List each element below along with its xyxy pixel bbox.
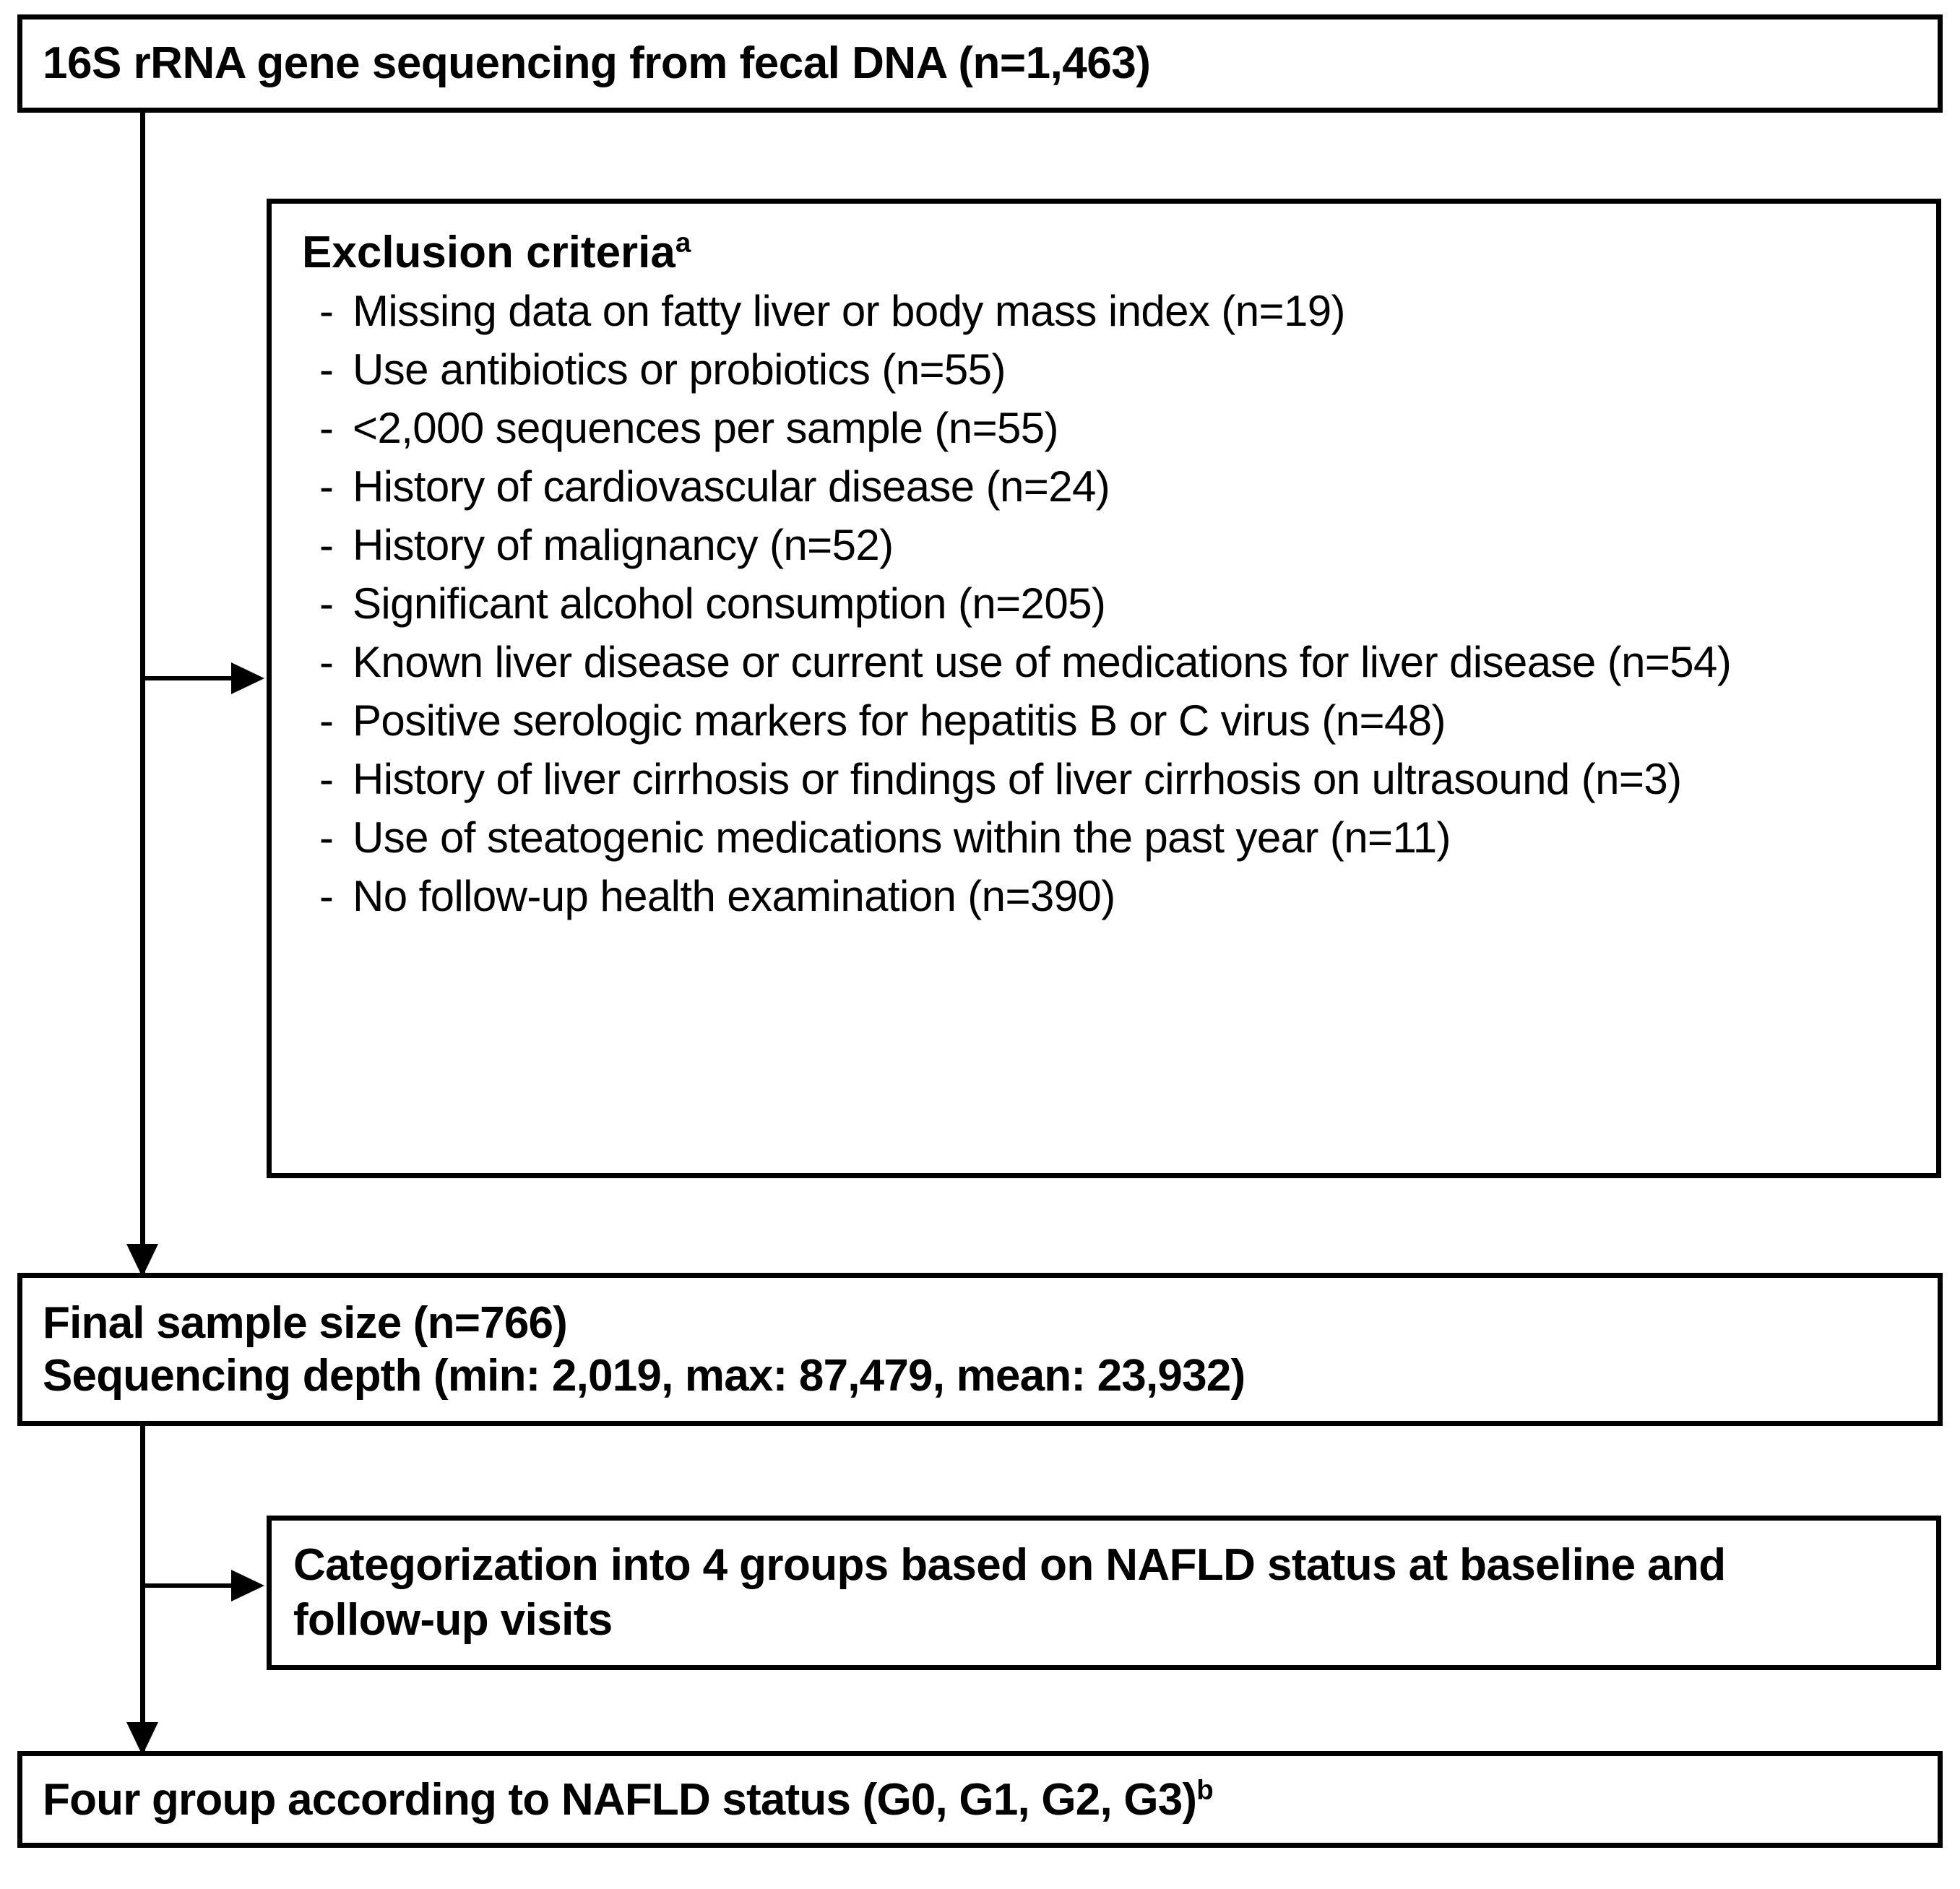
- list-item: - Positive serologic markers for hepatit…: [302, 697, 1922, 745]
- list-item: - Known liver disease or current use of …: [302, 639, 1922, 686]
- bullet-dash-icon: -: [319, 404, 334, 453]
- list-item: - History of liver cirrhosis or findings…: [302, 756, 1922, 803]
- four-groups-container: Four group according to NAFLD status (G0…: [43, 1773, 1214, 1825]
- bullet-dash-icon: -: [319, 287, 334, 336]
- bullet-dash-icon: -: [319, 755, 334, 804]
- sequencing-depth-label: Sequencing depth (min: 2,019, max: 87,47…: [43, 1351, 1245, 1401]
- list-item: - No follow-up health examination (n=390…: [302, 873, 1922, 920]
- four-groups-footnote-marker: b: [1196, 1773, 1213, 1805]
- list-item-label: Positive serologic markers for hepatitis…: [353, 696, 1446, 745]
- list-item-label: History of liver cirrhosis or findings o…: [353, 755, 1682, 804]
- list-item: - <2,000 sequences per sample (n=55): [302, 405, 1922, 452]
- box-exclusion-criteria: Exclusion criteriaa - Missing data on fa…: [267, 199, 1941, 1178]
- list-item-label: <2,000 sequences per sample (n=55): [353, 404, 1059, 453]
- connector-branch-to-exclusion: [140, 676, 259, 680]
- bullet-dash-icon: -: [319, 813, 334, 863]
- bullet-dash-icon: -: [319, 521, 334, 570]
- list-item: - History of malignancy (n=52): [302, 522, 1922, 569]
- box-source-label: 16S rRNA gene sequencing from fecal DNA …: [43, 38, 1151, 89]
- exclusion-criteria-list: - Missing data on fatty liver or body ma…: [302, 288, 1922, 920]
- list-item-label: Known liver disease or current use of me…: [353, 638, 1732, 687]
- exclusion-criteria-title: Exclusion criteriaa: [302, 228, 1922, 277]
- bullet-dash-icon: -: [319, 872, 334, 921]
- list-item-label: Missing data on fatty liver or body mass…: [353, 287, 1345, 336]
- list-item: - Significant alcohol consumption (n=205…: [302, 580, 1922, 628]
- arrow-right-icon: [231, 662, 264, 694]
- list-item: - Missing data on fatty liver or body ma…: [302, 288, 1922, 335]
- arrow-down-icon: [126, 1244, 158, 1277]
- list-item-label: Use of steatogenic medications within th…: [353, 813, 1451, 863]
- list-item-label: No follow-up health examination (n=390): [353, 872, 1115, 921]
- final-sample-size-label: Final sample size (n=766): [43, 1297, 568, 1348]
- list-item-label: History of cardiovascular disease (n=24): [353, 462, 1110, 511]
- four-groups-label: Four group according to NAFLD status (G0…: [43, 1774, 1197, 1825]
- box-four-groups: Four group according to NAFLD status (G0…: [17, 1751, 1943, 1848]
- arrow-right-icon: [231, 1570, 264, 1601]
- box-source-cohort: 16S rRNA gene sequencing from fecal DNA …: [17, 14, 1943, 113]
- categorization-label: Categorization into 4 groups based on NA…: [293, 1540, 1726, 1645]
- list-item-label: Significant alcohol consumption (n=205): [353, 579, 1106, 628]
- list-item-label: Use antibiotics or probiotics (n=55): [353, 345, 1006, 394]
- arrow-down-icon: [126, 1722, 158, 1755]
- bullet-dash-icon: -: [319, 696, 334, 745]
- list-item: - Use antibiotics or probiotics (n=55): [302, 346, 1922, 394]
- bullet-dash-icon: -: [319, 345, 334, 394]
- exclusion-criteria-title-text: Exclusion criteria: [302, 228, 675, 277]
- connector-source-to-final-sample: [140, 113, 145, 1297]
- list-item-label: History of malignancy (n=52): [353, 521, 894, 570]
- connector-final-sample-to-four-groups: [140, 1426, 145, 1760]
- exclusion-criteria-footnote-marker: a: [675, 227, 691, 259]
- bullet-dash-icon: -: [319, 638, 334, 687]
- list-item: - History of cardiovascular disease (n=2…: [302, 463, 1922, 511]
- bullet-dash-icon: -: [319, 462, 334, 511]
- bullet-dash-icon: -: [319, 579, 334, 628]
- connector-branch-to-categorization: [140, 1583, 259, 1588]
- box-categorization: Categorization into 4 groups based on NA…: [267, 1516, 1941, 1670]
- box-final-sample-size: Final sample size (n=766) Sequencing dep…: [17, 1273, 1943, 1426]
- list-item: - Use of steatogenic medications within …: [302, 814, 1922, 862]
